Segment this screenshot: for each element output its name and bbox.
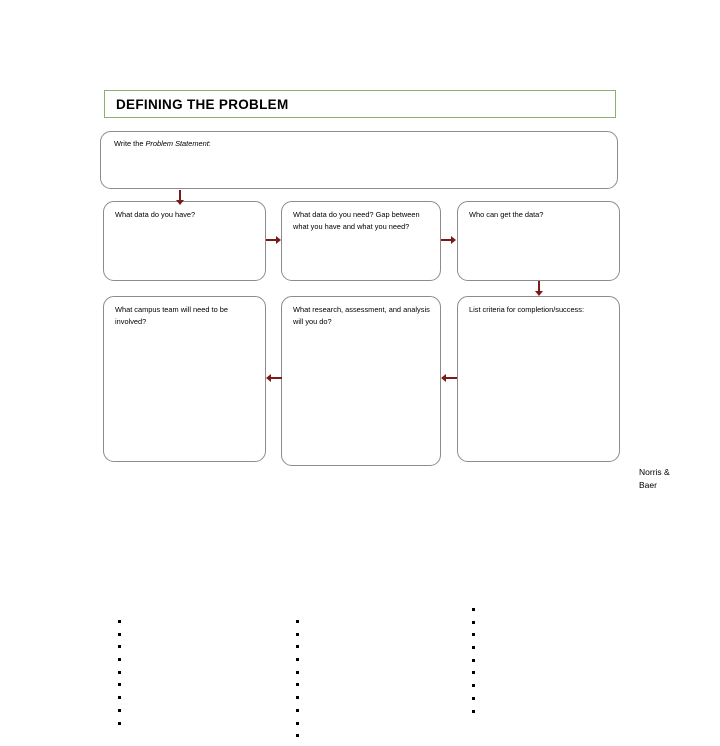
list-item[interactable]: [118, 657, 257, 662]
list-item[interactable]: [472, 645, 611, 650]
box-data-need[interactable]: What data do you need? Gap between what …: [281, 201, 441, 281]
list-item[interactable]: [296, 733, 432, 738]
list-item[interactable]: [472, 607, 611, 611]
bullet-list-campus-team: [118, 619, 257, 733]
list-item[interactable]: [472, 670, 611, 675]
worksheet-title-box: DEFINING THE PROBLEM: [104, 90, 616, 118]
list-item[interactable]: [296, 708, 432, 712]
box-data-have[interactable]: What data do you have?: [103, 201, 266, 281]
arrow-head: [535, 291, 543, 296]
arrow-down-icon-problem-to-data-have: [176, 190, 184, 206]
list-item[interactable]: [118, 695, 257, 700]
list-item[interactable]: [296, 695, 432, 700]
problem-statement-label: Write the Problem Statement:: [114, 138, 608, 150]
worksheet-canvas: DEFINING THE PROBLEM Write the Problem S…: [100, 90, 670, 738]
arrow-head: [266, 374, 271, 382]
arrow-head: [276, 236, 281, 244]
list-item[interactable]: [296, 657, 432, 662]
attribution: Norris & Baer: [639, 466, 670, 492]
list-item[interactable]: [472, 683, 611, 688]
arrow-head: [441, 374, 446, 382]
box-data-need-text: What data do you need? Gap between what …: [293, 210, 420, 231]
arrow-left-icon-research-to-campus: [266, 374, 282, 382]
list-item[interactable]: [472, 632, 611, 637]
arrow-right-icon-need-to-who: [441, 236, 457, 244]
list-item[interactable]: [296, 619, 432, 623]
list-item[interactable]: [472, 620, 611, 624]
attribution-line1: Norris &: [639, 467, 670, 477]
arrow-head: [176, 200, 184, 205]
arrow-shaft: [446, 377, 457, 379]
box-research-assessment-text: What research, assessment, and analysis …: [293, 305, 430, 326]
problem-statement-label-prefix: Write the: [114, 139, 146, 148]
page-title: DEFINING THE PROBLEM: [116, 96, 289, 112]
list-item[interactable]: [472, 709, 611, 713]
problem-statement-label-italic: Problem Statement: [145, 139, 209, 148]
box-who-can-get-data-text: Who can get the data?: [469, 210, 544, 219]
arrow-down-icon-who-to-criteria: [535, 281, 543, 297]
list-item[interactable]: [472, 696, 611, 700]
list-item[interactable]: [296, 632, 432, 636]
box-campus-team[interactable]: What campus team will need to be involve…: [103, 296, 266, 725]
arrow-shaft: [538, 281, 540, 292]
arrow-shaft: [271, 377, 282, 379]
box-who-can-get-data[interactable]: Who can get the data?: [457, 201, 620, 281]
arrow-shaft: [266, 239, 277, 241]
box-campus-team-text: What campus team will need to be involve…: [115, 305, 228, 326]
list-item[interactable]: [118, 708, 257, 712]
bullet-list-research: [296, 619, 432, 746]
list-item[interactable]: [296, 670, 432, 674]
arrow-right-icon-have-to-need: [266, 236, 282, 244]
list-item[interactable]: [118, 670, 257, 674]
problem-statement-label-suffix: :: [208, 139, 211, 148]
list-item[interactable]: [118, 619, 257, 623]
arrow-shaft: [441, 239, 452, 241]
list-item[interactable]: [118, 721, 257, 725]
list-item[interactable]: [296, 682, 432, 687]
arrow-shaft: [179, 190, 181, 201]
problem-statement-box[interactable]: Write the Problem Statement:: [100, 131, 618, 189]
list-item[interactable]: [296, 644, 432, 649]
list-item[interactable]: [296, 721, 432, 725]
bullet-list-criteria: [472, 607, 611, 721]
list-item[interactable]: [118, 644, 257, 649]
list-item[interactable]: [118, 682, 257, 687]
box-research-assessment[interactable]: What research, assessment, and analysis …: [281, 296, 441, 738]
box-criteria-completion[interactable]: List criteria for completion/success:: [457, 296, 620, 713]
box-data-have-text: What data do you have?: [115, 210, 196, 219]
list-item[interactable]: [118, 632, 257, 636]
arrow-head: [451, 236, 456, 244]
box-criteria-completion-text: List criteria for completion/success:: [469, 305, 585, 314]
attribution-line2: Baer: [639, 480, 657, 490]
list-item[interactable]: [472, 658, 611, 662]
arrow-left-icon-criteria-to-research: [441, 374, 457, 382]
